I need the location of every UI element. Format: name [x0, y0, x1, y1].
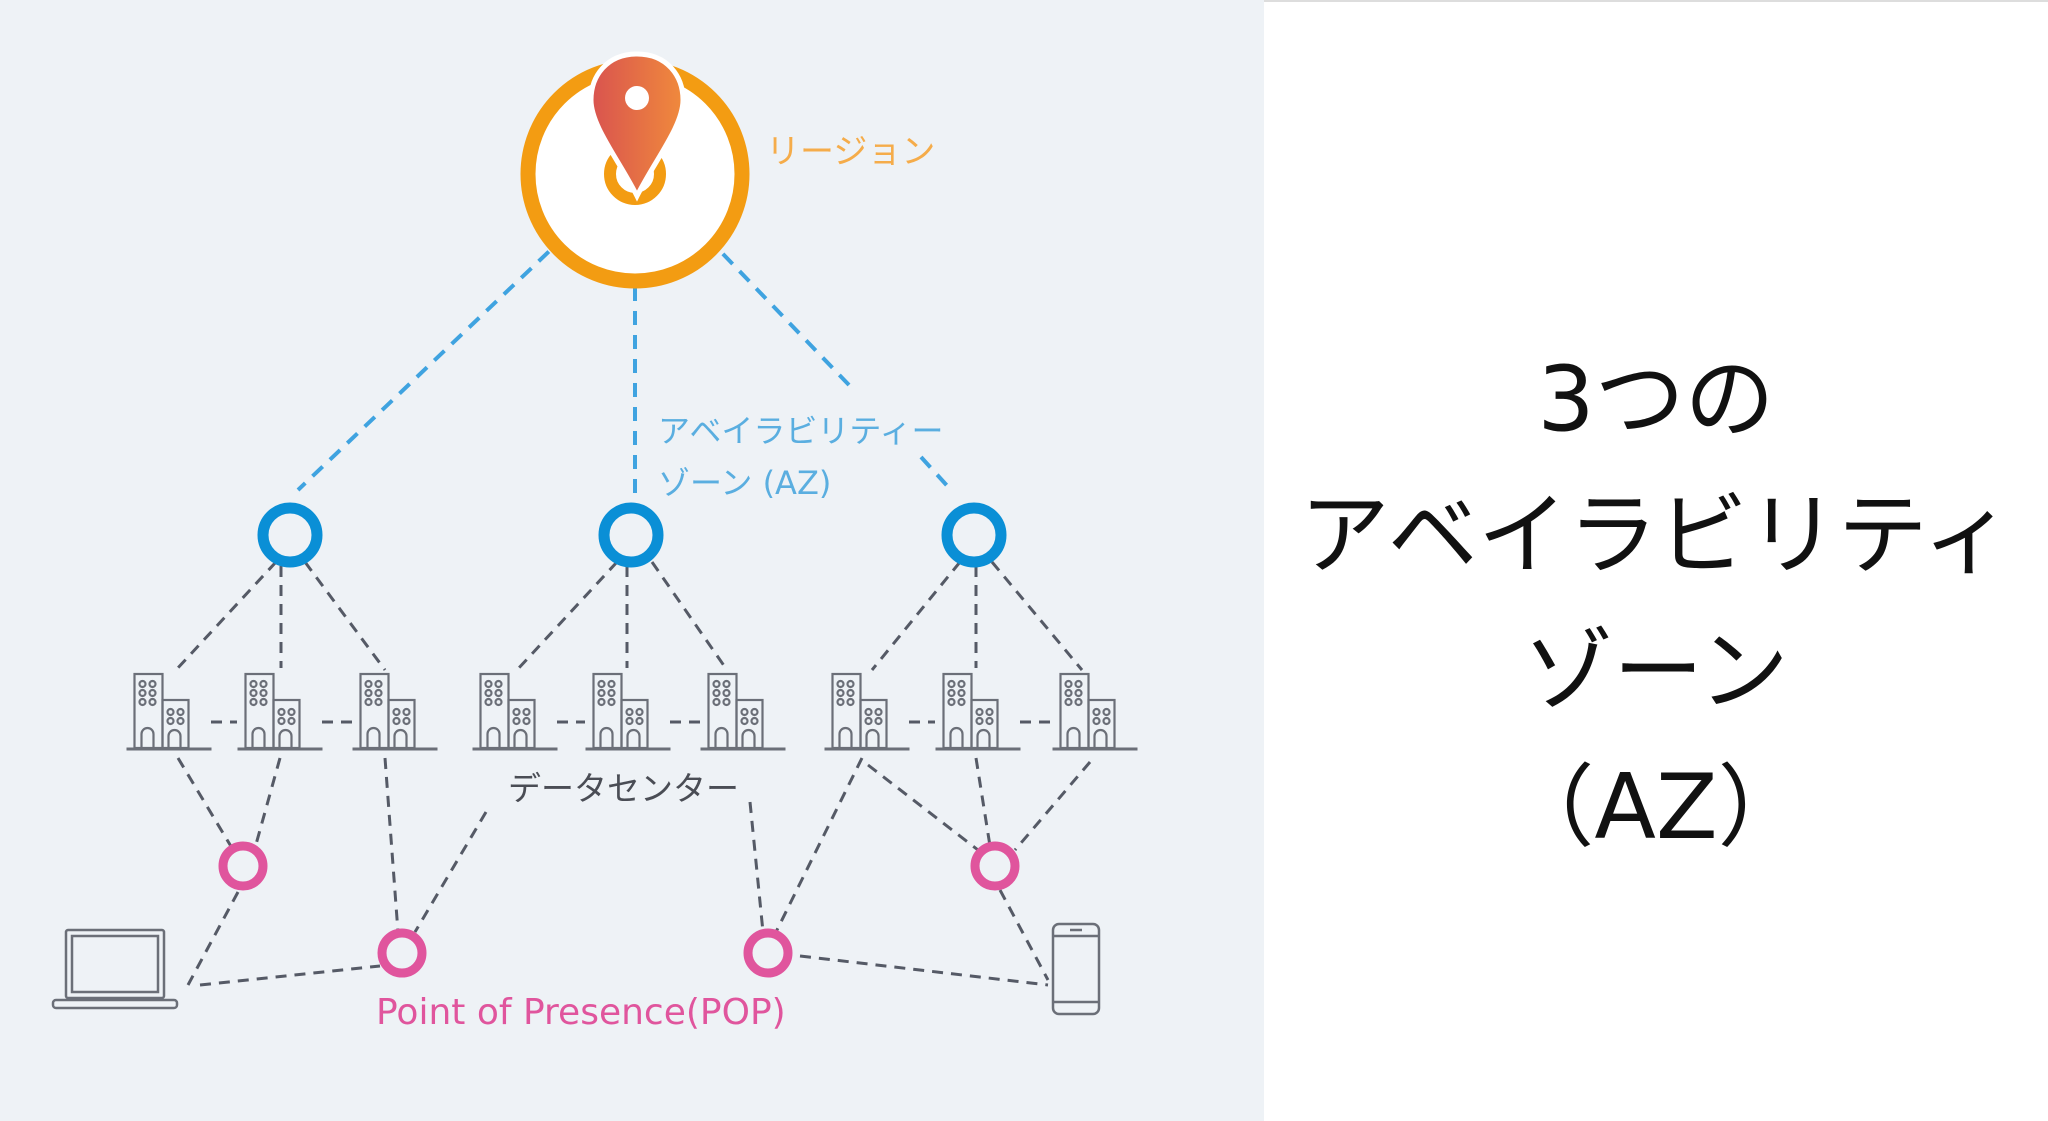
datacenter-building-icon: [934, 672, 1022, 751]
title-line-3: ゾーン: [1523, 619, 1789, 724]
datacenter-building-icon: [823, 672, 911, 751]
datacenter-building-icon: [1051, 672, 1139, 751]
pop-node-1: [218, 841, 268, 891]
link-region-az1: [296, 200, 603, 492]
network-links: [174, 560, 1092, 987]
datacenter-label: データセンター: [508, 769, 739, 808]
link-laptop-pop: [199, 964, 381, 987]
link-region-az3-end: [919, 455, 953, 492]
pop-node-4: [970, 841, 1020, 891]
link-pop-phone: [799, 954, 1049, 987]
pop-label: Point of Presence(POP): [376, 992, 786, 1033]
title-line-4: （AZ）: [1504, 755, 1808, 860]
link-region-az3: [671, 200, 851, 387]
smartphone-icon: [1051, 922, 1101, 1016]
datacenter-building-icon: [584, 672, 672, 751]
pop-node-2: [377, 928, 427, 978]
az-node-1: [257, 502, 323, 568]
slide-title: 3つの アベイラビリティ ゾーン （AZ）: [1264, 332, 2048, 876]
laptop-icon: [51, 928, 179, 1010]
pop-node-3: [743, 928, 793, 978]
title-line-2: アベイラビリティ: [1299, 483, 2013, 588]
datacenter-building-icon: [351, 672, 439, 751]
link-pop-laptop: [186, 891, 240, 986]
az-node-2: [598, 502, 664, 568]
az-label-line2: ゾーン (AZ): [658, 464, 832, 502]
aws-infrastructure-diagram: リージョン アベイラビリティー ゾーン (AZ) データセンター Point o…: [0, 0, 1264, 1121]
az-label-line1: アベイラビリティー: [658, 412, 944, 450]
title-line-1: 3つの: [1537, 347, 1775, 452]
location-pin-icon: [588, 51, 686, 202]
az-node-3: [941, 502, 1007, 568]
link-pop-phone-2: [998, 889, 1050, 981]
datacenter-building-icon: [471, 672, 559, 751]
datacenters: [125, 672, 1139, 751]
datacenter-building-icon: [236, 672, 324, 751]
title-panel: 3つの アベイラビリティ ゾーン （AZ）: [1264, 0, 2048, 1121]
diagram-svg: [51, 51, 1139, 1016]
region-label: リージョン: [766, 132, 936, 172]
datacenter-building-icon: [125, 672, 213, 751]
datacenter-building-icon: [699, 672, 787, 751]
